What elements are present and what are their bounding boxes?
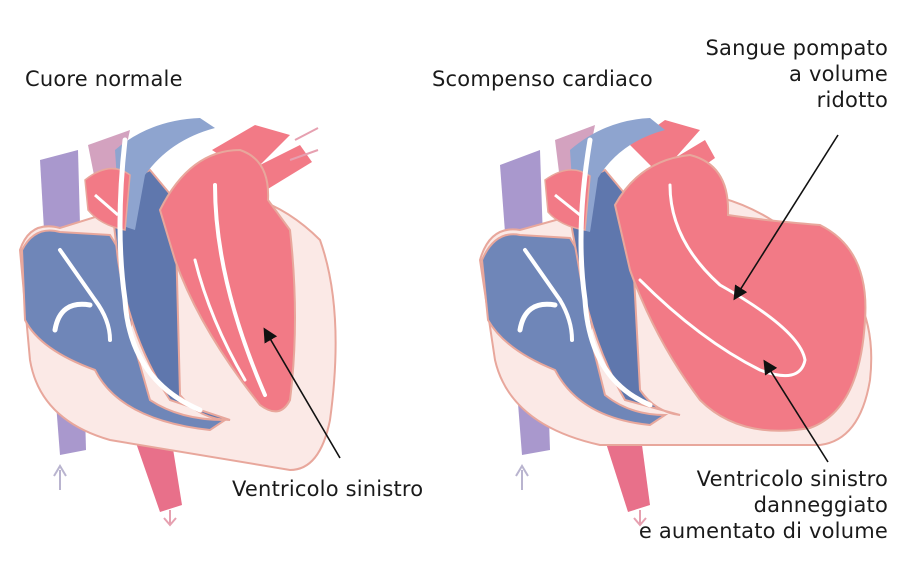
damaged-ventricle-label: Ventricolo sinistro danneggiato e aument… — [548, 466, 888, 544]
damaged-ventricle-pointer — [763, 359, 829, 463]
failing-heart-illustration — [478, 118, 873, 527]
normal-heart-illustration — [18, 118, 337, 527]
reduced-output-line-1: Sangue pompato — [705, 36, 888, 60]
reduced-output-line-3: ridotto — [816, 88, 888, 112]
reduced-output-label: Sangue pompato a volume ridotto — [628, 35, 888, 113]
damaged-ventricle-line-3: e aumentato di volume — [638, 519, 888, 543]
damaged-ventricle-line-2: danneggiato — [753, 493, 888, 517]
left-ventricle-pointer — [263, 327, 341, 459]
reduced-output-line-2: a volume — [789, 62, 888, 86]
damaged-ventricle-line-1: Ventricolo sinistro — [696, 467, 888, 491]
normal-left-ventricle-label: Ventricolo sinistro — [232, 477, 424, 501]
heart-failure-title: Scompenso cardiaco — [432, 67, 653, 91]
normal-heart-title: Cuore normale — [25, 67, 183, 91]
reduced-output-pointer — [733, 134, 839, 301]
